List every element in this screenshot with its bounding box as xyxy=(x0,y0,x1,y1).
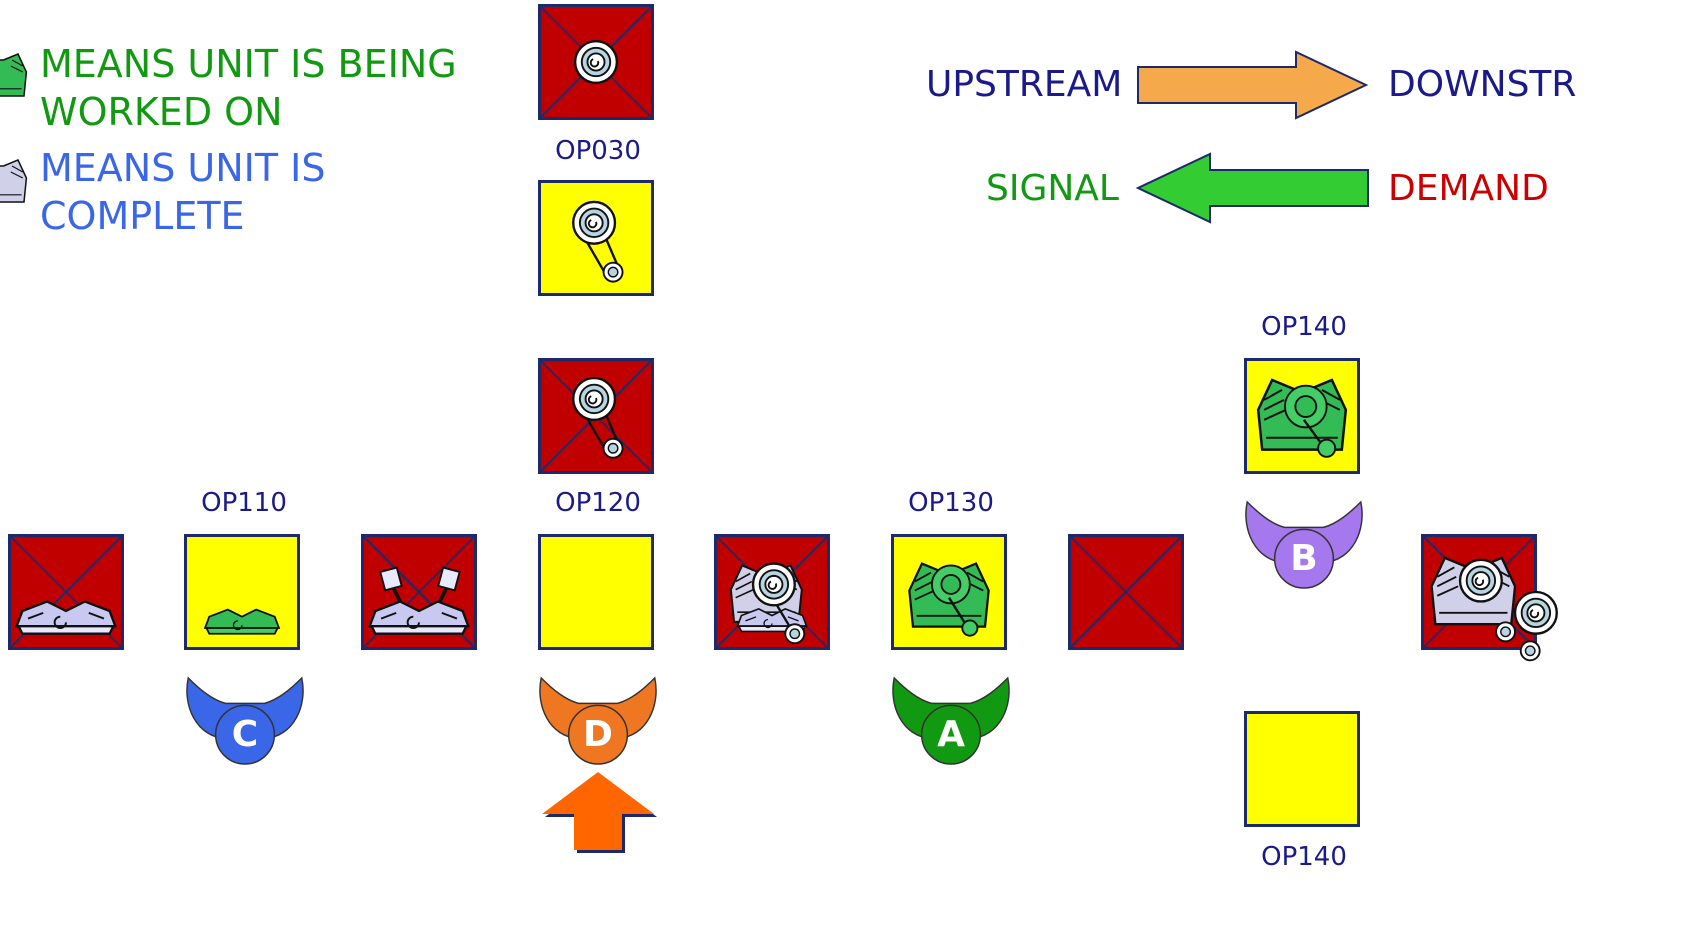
station-final xyxy=(1421,534,1558,662)
op110-label: OP110 xyxy=(201,488,287,518)
op030-label: OP030 xyxy=(555,136,641,166)
legend-complete-line1: MEANS UNIT IS xyxy=(40,146,326,190)
signal-label: SIGNAL xyxy=(986,168,1119,209)
engine-working-icon xyxy=(908,562,990,637)
input-arrow-icon xyxy=(536,768,666,854)
kanban-d: D xyxy=(536,676,660,766)
station-3 xyxy=(361,534,477,650)
engine-complete-icon xyxy=(716,536,828,648)
signal-arrow-icon xyxy=(1134,152,1374,224)
legend-working-line2: WORKED ON xyxy=(40,90,283,134)
op140-bottom-label: OP140 xyxy=(1261,842,1347,872)
kanban-c-letter: C xyxy=(231,714,259,755)
station-op140-bottom xyxy=(1244,711,1360,827)
engine-complete-icon xyxy=(1423,536,1558,662)
station-op120-upper xyxy=(538,358,654,474)
pulley-icon xyxy=(573,39,619,85)
kanban-a: A xyxy=(889,676,1013,766)
legend-working-line1: MEANS UNIT IS BEING xyxy=(40,42,457,86)
legend-working-text: MEANS UNIT IS BEING WORKED ON xyxy=(40,40,457,136)
op130-label: OP130 xyxy=(908,488,994,518)
op120-label: OP120 xyxy=(555,488,641,518)
station-op030-top xyxy=(538,4,654,120)
upstream-arrow-icon xyxy=(1134,50,1374,120)
crankcase-icon xyxy=(10,536,122,648)
station-1 xyxy=(8,534,124,650)
legend-complete-icon xyxy=(0,140,30,230)
kanban-d-letter: D xyxy=(583,714,613,755)
kanban-b-letter: B xyxy=(1290,538,1318,579)
station-op120 xyxy=(538,534,654,650)
belt-pulley-icon xyxy=(540,360,652,472)
station-7 xyxy=(1068,534,1184,650)
legend-complete-line2: COMPLETE xyxy=(40,194,245,238)
engine-working-icon xyxy=(1256,378,1348,458)
downstream-label: DOWNSTR xyxy=(1388,64,1577,105)
kanban-b: B xyxy=(1242,500,1366,590)
empty-station-cross-icon xyxy=(1070,536,1182,648)
op140-top-label: OP140 xyxy=(1261,312,1347,342)
kanban-a-letter: A xyxy=(937,714,965,755)
station-op030 xyxy=(538,180,654,296)
belt-pulley-icon xyxy=(572,200,624,283)
legend-working-icon xyxy=(0,36,30,116)
demand-label: DEMAND xyxy=(1388,168,1549,209)
empty-station-cross-icon xyxy=(540,6,652,118)
station-op110 xyxy=(184,534,300,650)
kanban-c: C xyxy=(183,676,307,766)
upstream-label: UPSTREAM xyxy=(926,64,1123,105)
station-5 xyxy=(714,534,830,650)
station-op130 xyxy=(891,534,1007,650)
crankcase-pistons-icon xyxy=(363,536,475,648)
legend-complete-text: MEANS UNIT IS COMPLETE xyxy=(40,144,325,240)
station-op140-top xyxy=(1244,358,1360,474)
crankcase-working-icon xyxy=(203,608,281,635)
